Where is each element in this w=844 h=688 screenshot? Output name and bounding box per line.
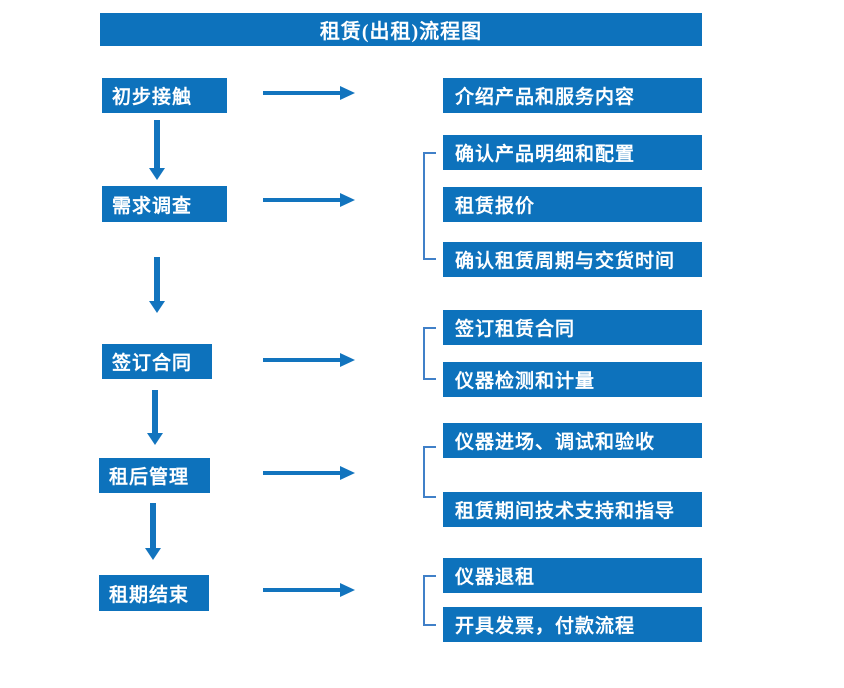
down-arrow: [149, 120, 165, 180]
right-arrow: [263, 353, 355, 367]
detail-box: 租赁期间技术支持和指导: [443, 492, 702, 527]
step-box-post-rental-management: 租后管理: [99, 458, 210, 493]
right-arrow: [263, 466, 355, 480]
detail-box: 介绍产品和服务内容: [443, 78, 702, 113]
down-arrow: [147, 390, 163, 445]
down-arrow: [149, 257, 165, 313]
group-bracket: [423, 446, 436, 498]
step-box-initial-contact: 初步接触: [102, 78, 227, 113]
right-arrow: [263, 193, 355, 207]
group-bracket: [423, 152, 436, 260]
detail-box: 租赁报价: [443, 187, 702, 222]
down-arrow: [145, 503, 161, 560]
detail-box: 仪器进场、调试和验收: [443, 423, 702, 458]
right-arrow: [263, 86, 355, 100]
detail-box: 仪器检测和计量: [443, 362, 702, 397]
detail-box: 确认产品明细和配置: [443, 135, 702, 170]
diagram-title: 租赁(出租)流程图: [100, 13, 702, 46]
detail-box: 确认租赁周期与交货时间: [443, 242, 702, 277]
step-box-rental-end: 租期结束: [99, 575, 209, 611]
group-bracket: [423, 575, 436, 626]
step-box-sign-contract: 签订合同: [102, 344, 212, 379]
step-box-demand-survey: 需求调查: [102, 186, 227, 222]
detail-box: 仪器退租: [443, 558, 702, 593]
right-arrow: [263, 583, 355, 597]
group-bracket: [423, 327, 436, 380]
detail-box: 开具发票，付款流程: [443, 607, 702, 642]
detail-box: 签订租赁合同: [443, 310, 702, 345]
